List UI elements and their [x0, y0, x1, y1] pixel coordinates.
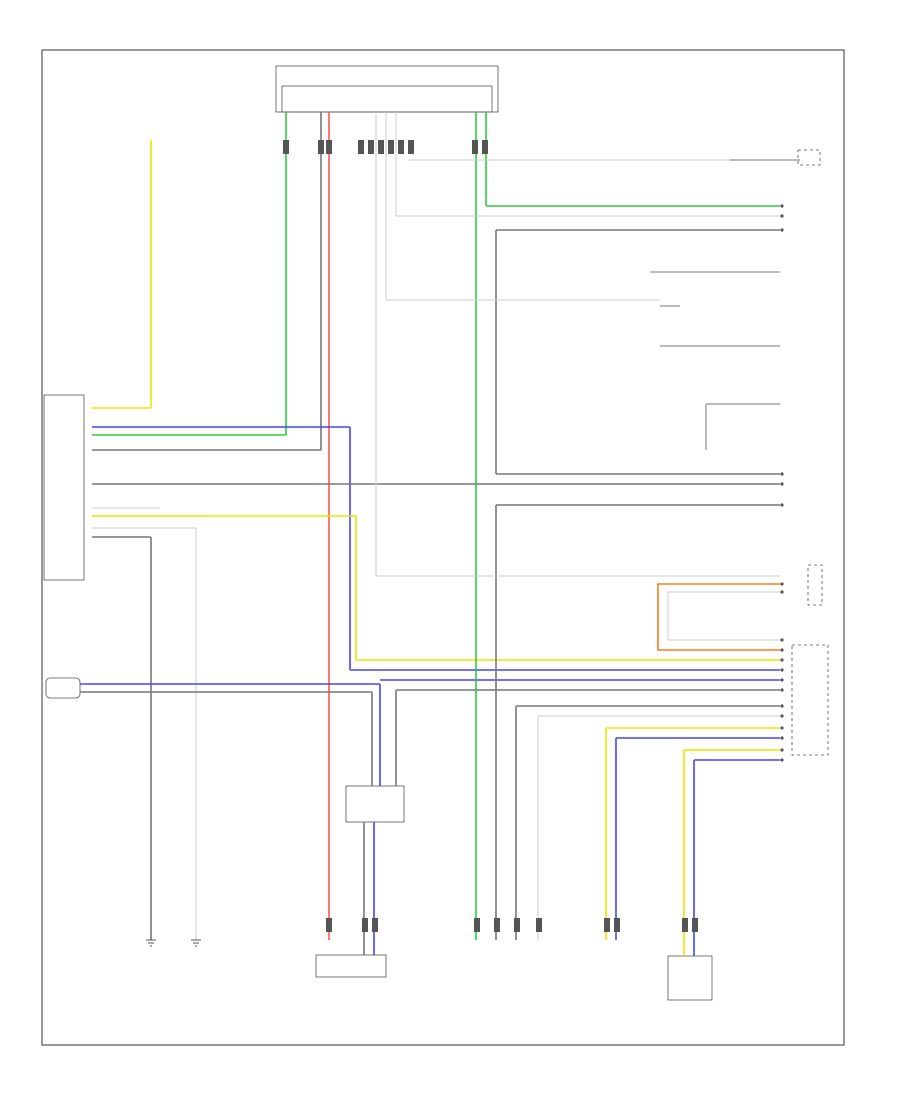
right-sensor-box-1: [797, 149, 821, 166]
connector-pins: [146, 140, 784, 947]
ground-symbols: [146, 939, 201, 947]
wire-lightgray-loop: [667, 591, 780, 641]
top-center-connector: [275, 65, 499, 113]
left-lower-connector: [45, 677, 81, 699]
middle-sensor-block: [345, 785, 405, 823]
left-ecu-block: [43, 394, 85, 581]
bottom-unit-1: [315, 954, 387, 978]
diagram-frame: [41, 49, 845, 1046]
right-connector-column: [791, 644, 829, 756]
top-connector-pins: [283, 140, 488, 154]
wires: [80, 112, 800, 956]
components: [43, 65, 829, 1001]
top-center-connector-inner: [281, 85, 493, 113]
bottom-unit-4: [667, 955, 713, 1001]
right-sensor-box-2: [807, 564, 823, 606]
bottom-connector-pins: [326, 918, 698, 932]
right-side-terminals: [780, 204, 784, 762]
wire-orange-loop: [657, 583, 780, 651]
